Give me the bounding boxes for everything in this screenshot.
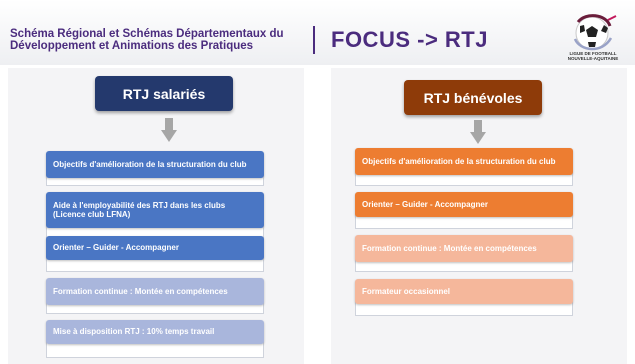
arrow-down-icon bbox=[161, 118, 177, 142]
right-item-2-label: Orienter – Guider - Accompagner bbox=[362, 199, 488, 209]
league-logo: LIGUE DE FOOTBALL NOUVELLE-AQUITAINE bbox=[558, 14, 628, 64]
page-title: FOCUS -> RTJ bbox=[331, 27, 488, 52]
right-item-1-box: Objectifs d'amélioration de la structura… bbox=[355, 148, 573, 175]
arrow-down-icon bbox=[470, 120, 486, 144]
left-item-5: Mise à disposition RTJ : 10% temps trava… bbox=[46, 320, 264, 358]
right-item-4-label: Formateur occasionnel bbox=[362, 286, 451, 296]
left-item-1: Objectifs d'amélioration de la structura… bbox=[46, 151, 264, 186]
logo-text: LIGUE DE FOOTBALL NOUVELLE-AQUITAINE bbox=[558, 51, 628, 61]
logo-text-line2: NOUVELLE-AQUITAINE bbox=[567, 56, 619, 61]
header-subtitle-line1: Schéma Régional et Schémas Départementau… bbox=[10, 28, 284, 40]
left-item-4: Formation continue : Montée en compétenc… bbox=[46, 278, 264, 314]
left-item-4-box: Formation continue : Montée en compétenc… bbox=[46, 278, 264, 305]
header-band bbox=[0, 0, 635, 65]
left-item-3: Orienter – Guider - Accompagner bbox=[46, 236, 264, 272]
football-logo-icon bbox=[573, 14, 617, 51]
salaries-heading: RTJ salariés bbox=[95, 76, 233, 111]
left-item-1-box: Objectifs d'amélioration de la structura… bbox=[46, 151, 264, 178]
right-item-2-box: Orienter – Guider - Accompagner bbox=[355, 192, 573, 217]
left-item-3-label: Orienter – Guider - Accompagner bbox=[53, 243, 179, 253]
right-item-1: Objectifs d'amélioration de la structura… bbox=[355, 148, 573, 186]
left-item-2: Aide à l'employabilité des RTJ dans les … bbox=[46, 192, 264, 238]
left-item-5-label: Mise à disposition RTJ : 10% temps trava… bbox=[53, 327, 215, 337]
header-divider bbox=[313, 26, 315, 54]
benevoles-heading: RTJ bénévoles bbox=[404, 80, 542, 115]
left-item-5-box: Mise à disposition RTJ : 10% temps trava… bbox=[46, 320, 264, 344]
left-item-3-box: Orienter – Guider - Accompagner bbox=[46, 236, 264, 260]
right-item-1-label: Objectifs d'amélioration de la structura… bbox=[362, 156, 556, 166]
right-item-3: Formation continue : Montée en compétenc… bbox=[355, 235, 573, 272]
right-item-3-label: Formation continue : Montée en compétenc… bbox=[362, 243, 537, 253]
left-item-4-label: Formation continue : Montée en compétenc… bbox=[53, 286, 228, 296]
right-item-4-box: Formateur occasionnel bbox=[355, 279, 573, 304]
left-item-2-box: Aide à l'employabilité des RTJ dans les … bbox=[46, 192, 264, 228]
header-subtitle-line2: Développement et Animations des Pratique… bbox=[10, 40, 254, 52]
left-item-2-label: Aide à l'employabilité des RTJ dans les … bbox=[53, 200, 226, 220]
right-item-3-box: Formation continue : Montée en compétenc… bbox=[355, 235, 573, 262]
left-item-1-label: Objectifs d'amélioration de la structura… bbox=[53, 159, 247, 169]
right-item-2: Orienter – Guider - Accompagner bbox=[355, 192, 573, 229]
header-subtitle: Schéma Régional et Schémas Départementau… bbox=[10, 28, 284, 52]
right-item-4: Formateur occasionnel bbox=[355, 279, 573, 316]
logo-text-line1: LIGUE DE FOOTBALL bbox=[569, 51, 617, 56]
